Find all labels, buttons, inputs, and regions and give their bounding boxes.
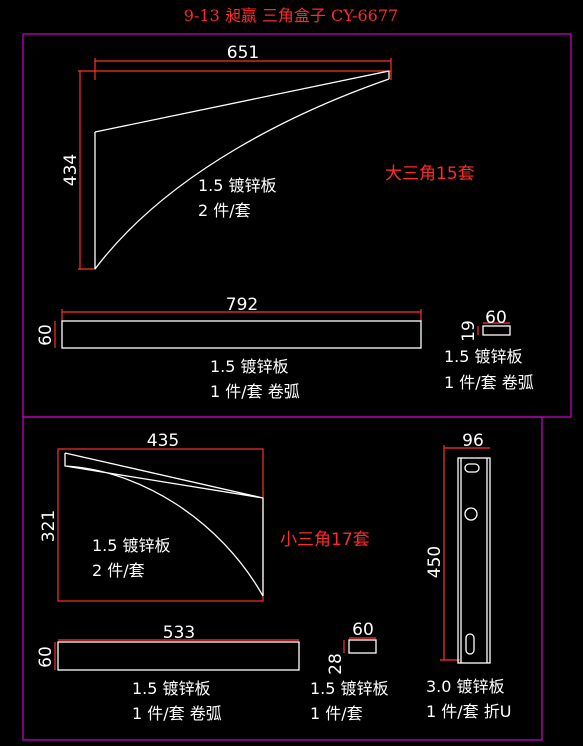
big-tab-outline xyxy=(482,325,511,336)
small-tab-qty: 1 件/套 xyxy=(310,704,363,723)
small-tab-material: 1.5 镀锌板 xyxy=(310,679,389,698)
small-tri-qty: 2 件/套 xyxy=(92,561,145,580)
small-strip-length-label: 533 xyxy=(163,623,195,643)
small-tab-part: 60 28 1.5 镀锌板 1 件/套 xyxy=(310,620,389,723)
small-set-frame xyxy=(22,416,543,741)
big-tab-qty: 1 件/套 卷弧 xyxy=(444,373,534,392)
big-tri-qty: 2 件/套 xyxy=(198,201,251,220)
u-material: 3.0 镀锌板 xyxy=(426,677,505,696)
big-triangle-part: 651 434 1.5 镀锌板 2 件/套 大三角15套 xyxy=(61,43,475,270)
small-tri-height-label: 321 xyxy=(39,510,59,542)
drawing-title: 9-13 昶赢 三角盒子 CY-6677 xyxy=(184,6,398,25)
big-tab-width-label: 60 xyxy=(485,308,507,328)
big-set-label: 大三角15套 xyxy=(385,164,475,184)
big-tab-part: 60 19 1.5 镀锌板 1 件/套 卷弧 xyxy=(444,308,534,392)
big-triangle-outline xyxy=(94,70,390,270)
small-tri-width-label: 435 xyxy=(147,431,179,451)
big-tab-height-label: 19 xyxy=(459,320,479,342)
u-qty: 1 件/套 折U xyxy=(426,702,511,721)
small-strip-outline xyxy=(57,641,300,671)
big-strip-qty: 1 件/套 卷弧 xyxy=(210,382,300,401)
small-triangle-part: 435 321 1.5 镀锌板 2 件/套 小三角17套 xyxy=(39,431,370,602)
u-width-label: 96 xyxy=(462,431,484,451)
u-bracket-part: 96 450 3.0 镀锌板 1 件/套 折U xyxy=(425,431,511,721)
small-tab-width-label: 60 xyxy=(352,620,374,640)
big-strip-length-label: 792 xyxy=(226,295,258,315)
small-set-label: 小三角17套 xyxy=(280,530,370,550)
big-strip-outline xyxy=(61,320,422,349)
small-triangle-outline xyxy=(64,452,264,597)
small-tab-outline xyxy=(348,639,377,654)
u-slot-top xyxy=(464,463,480,473)
u-hole-middle xyxy=(464,507,478,521)
small-strip-part: 533 60 1.5 镀锌板 1 件/套 卷弧 xyxy=(36,623,300,723)
big-tri-width-label: 651 xyxy=(227,43,259,63)
big-tri-height-label: 434 xyxy=(61,154,81,186)
u-height-label: 450 xyxy=(425,546,445,578)
small-tri-dim-box xyxy=(57,448,264,602)
small-strip-material: 1.5 镀锌板 xyxy=(132,679,211,698)
big-strip-material: 1.5 镀锌板 xyxy=(210,357,289,376)
big-tri-material: 1.5 镀锌板 xyxy=(198,176,277,195)
small-tab-height-label: 28 xyxy=(326,653,346,675)
small-strip-height-label: 60 xyxy=(36,646,56,668)
u-bracket-outline xyxy=(457,457,491,664)
big-strip-part: 792 60 1.5 镀锌板 1 件/套 卷弧 xyxy=(36,295,422,401)
small-strip-qty: 1 件/套 卷弧 xyxy=(132,704,222,723)
big-tab-material: 1.5 镀锌板 xyxy=(444,347,523,366)
u-slot-bottom xyxy=(465,633,475,655)
small-tri-material: 1.5 镀锌板 xyxy=(92,536,171,555)
big-strip-height-label: 60 xyxy=(36,324,56,346)
